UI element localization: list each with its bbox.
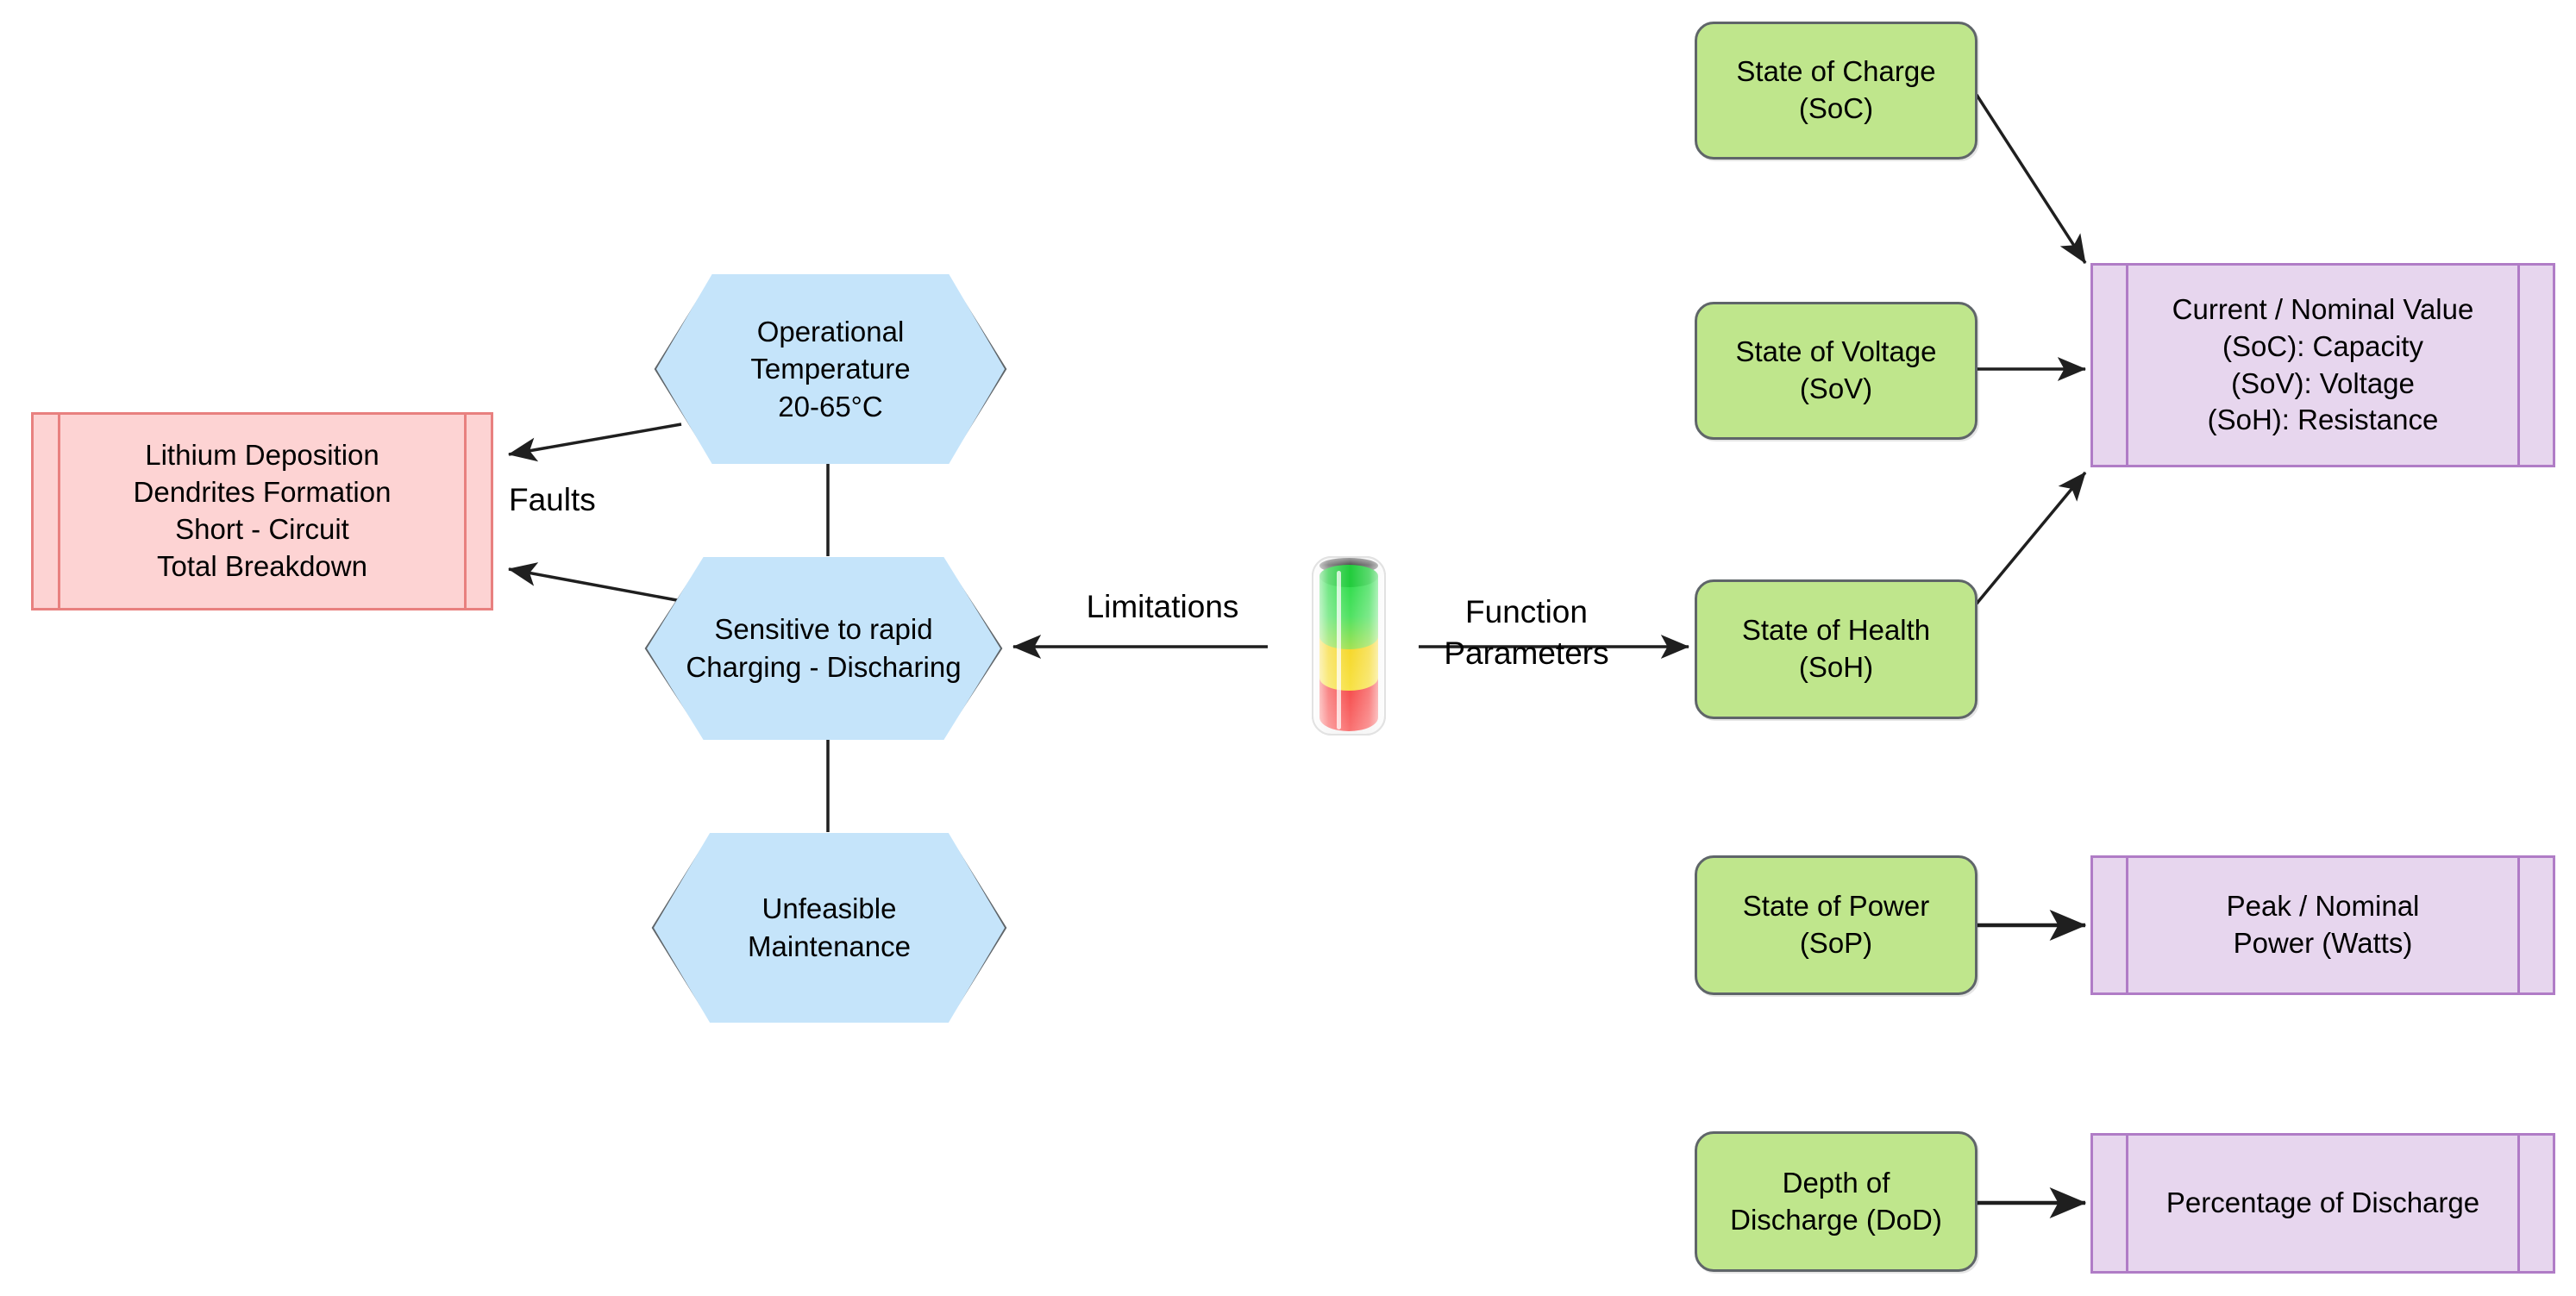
edge-label-limitations: Limitations [1086,589,1239,624]
faults-box-label: Lithium Deposition Dendrites Formation S… [133,439,392,582]
output-box-percentage-of-discharge: Percentage of Discharge [2090,1133,2555,1274]
output-label-peak-nominal-power: Peak / Nominal Power (Watts) [2226,890,2420,959]
faults-box-left-bar [58,415,60,608]
parameter-label-state-of-voltage: State of Voltage (SoV) [1735,335,1937,404]
hexagon-fill-sensitive [647,557,1000,740]
output-label-current-nominal-value: Current / Nominal Value (SoC): Capacity … [2172,292,2474,436]
parameter-box-state-of-voltage: State of Voltage (SoV) [1695,302,1977,440]
parameter-label-state-of-power: State of Power (SoP) [1742,890,1930,959]
hexagon-fill-temperature [656,274,1005,464]
limitation-node-unfeasible-maintenance: Unfeasible Maintenance [654,833,1005,1023]
battery-icon-svg [1312,556,1386,736]
faults-box: Lithium Deposition Dendrites Formation S… [31,412,493,610]
edge-soh-to-current-nominal [1975,471,2087,605]
hexagon-fill-maintenance [654,833,1005,1023]
output-box-peak-nominal-power: Peak / Nominal Power (Watts) [2090,855,2555,995]
output-box-left-bar-current [2126,266,2128,465]
parameter-box-state-of-power: State of Power (SoP) [1695,855,1977,995]
limitation-node-sensitive-to-rapid-charging: Sensitive to rapid Charging - Discharing [647,557,1000,740]
battery-icon [1309,548,1388,740]
limitation-label-sensitive-to-rapid-charging: Sensitive to rapid Charging - Discharing [686,613,962,683]
output-box-current-nominal-value: Current / Nominal Value (SoC): Capacity … [2090,263,2555,467]
output-label-percentage-of-discharge: Percentage of Discharge [2165,1186,2480,1219]
faults-box-right-bar [464,415,467,608]
edge-label-faults: Faults [509,482,596,517]
parameter-box-state-of-health: State of Health (SoH) [1695,579,1977,719]
parameter-label-state-of-charge: State of Charge (SoC) [1736,55,1936,124]
edge-soc-to-current-nominal [1975,94,2087,264]
limitation-label-unfeasible-maintenance: Unfeasible Maintenance [748,892,911,962]
limitation-node-operational-temperature: Operational Temperature 20-65°C [656,274,1005,464]
output-box-left-bar-power [2126,858,2128,992]
parameter-box-state-of-charge: State of Charge (SoC) [1695,22,1977,160]
parameter-label-depth-of-discharge: Depth of Discharge (DoD) [1730,1166,1942,1236]
output-box-left-bar-percentage [2126,1136,2128,1271]
edge-label-function-parameters: Function Parameters [1444,594,1609,672]
parameter-box-depth-of-discharge: Depth of Discharge (DoD) [1695,1131,1977,1272]
parameter-label-state-of-health: State of Health (SoH) [1741,614,1931,683]
output-box-right-bar-current [2517,266,2520,465]
limitation-label-operational-temperature: Operational Temperature 20-65°C [750,315,911,423]
output-box-right-bar-power [2517,858,2520,992]
edge-temperature-to-faults [507,423,682,462]
output-box-right-bar-percentage [2517,1136,2520,1271]
